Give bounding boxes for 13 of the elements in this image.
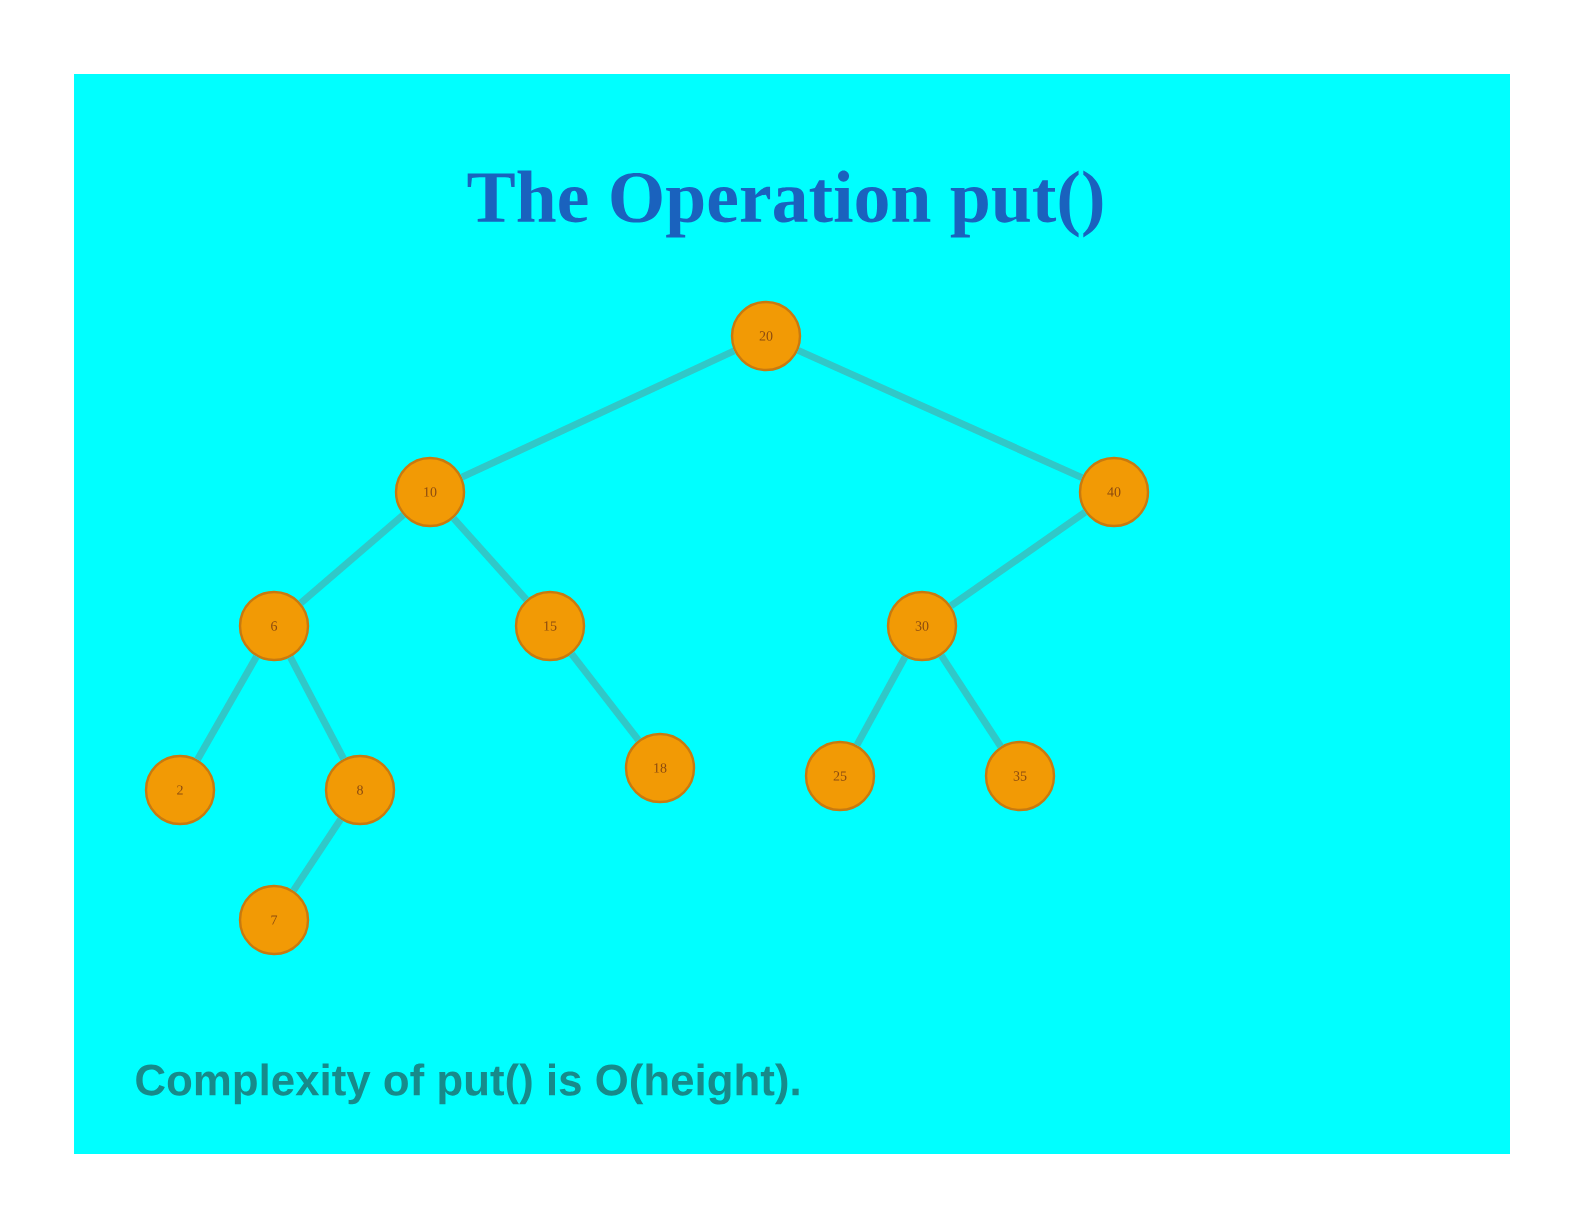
tree-edge — [194, 654, 260, 762]
tree-edge — [450, 515, 530, 603]
tree-edge — [796, 347, 1084, 481]
tree-edge — [948, 509, 1088, 609]
caption: Complexity of put() is O(height). — [136, 1063, 799, 1105]
tree-edge — [568, 651, 642, 743]
tree-edge — [938, 653, 1004, 749]
tree-edge — [853, 655, 909, 747]
tree-edge — [290, 817, 344, 893]
tree-edge — [287, 655, 347, 761]
tree-edge — [460, 347, 736, 481]
tree-edge — [298, 512, 406, 606]
title: The Operation put() — [467, 170, 1103, 238]
